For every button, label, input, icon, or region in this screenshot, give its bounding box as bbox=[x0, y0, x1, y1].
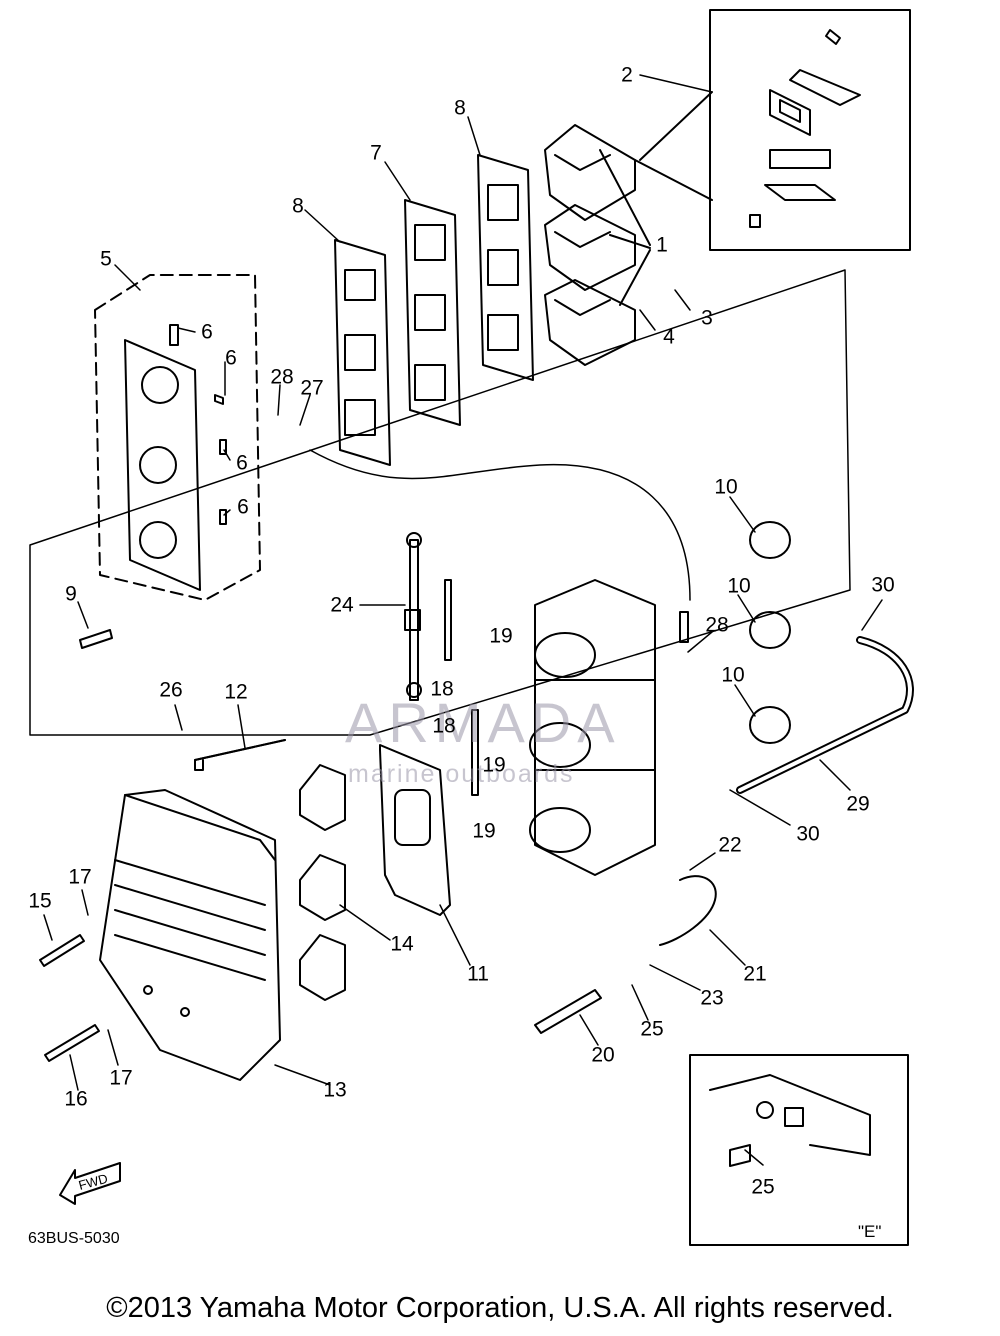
callout-label: 6 bbox=[237, 495, 249, 519]
callout-label: 13 bbox=[323, 1078, 347, 1102]
diagram-code: 63BUS-5030 bbox=[28, 1230, 120, 1247]
wire bbox=[659, 875, 717, 946]
callout-label: 2 bbox=[621, 63, 633, 87]
callout-label: 17 bbox=[68, 865, 92, 889]
callout-label: 6 bbox=[201, 320, 213, 344]
callout-label: 17 bbox=[109, 1066, 133, 1090]
watermark-title: ARMADA bbox=[345, 691, 621, 754]
carburetor-assembly bbox=[404, 532, 689, 876]
intake-manifold-group bbox=[94, 274, 261, 601]
callout-label: 30 bbox=[871, 573, 895, 597]
callout-label: 26 bbox=[159, 678, 183, 702]
callout-label: 8 bbox=[454, 96, 466, 120]
callout-label: 14 bbox=[390, 932, 414, 956]
callout-label: 9 bbox=[65, 582, 77, 606]
callout-label: 6 bbox=[236, 451, 248, 475]
callout-label: 10 bbox=[721, 663, 745, 687]
callout-label: 10 bbox=[727, 574, 751, 598]
callout-label: 28 bbox=[705, 613, 729, 637]
callout-label: 28 bbox=[270, 365, 294, 389]
callout-label: 5 bbox=[100, 247, 112, 271]
callout-label: 16 bbox=[64, 1087, 88, 1111]
assembly-outline bbox=[29, 269, 851, 736]
callout-label: 21 bbox=[743, 962, 767, 986]
callout-label: 11 bbox=[467, 962, 489, 986]
gaskets bbox=[334, 154, 534, 466]
watermark-subtitle: marine outboards bbox=[348, 760, 575, 788]
callout-label: 15 bbox=[28, 889, 52, 913]
callout-label: 22 bbox=[718, 833, 742, 857]
reed-valve-detail-box bbox=[709, 9, 911, 251]
callout-label: 6 bbox=[225, 346, 237, 370]
callout-label: 24 bbox=[330, 593, 354, 617]
o-rings bbox=[749, 521, 791, 744]
callout-label: 7 bbox=[370, 141, 382, 165]
callout-label: 3 bbox=[701, 306, 713, 330]
callout-label: 29 bbox=[846, 792, 870, 816]
callout-label: 4 bbox=[663, 325, 675, 349]
callout-label: 19 bbox=[482, 753, 506, 777]
plate-gasket bbox=[379, 744, 451, 916]
callout-label: 23 bbox=[700, 986, 724, 1010]
callout-label: 19 bbox=[489, 624, 513, 648]
silencer-gaskets bbox=[299, 764, 346, 1001]
detail-e-box bbox=[689, 1054, 909, 1246]
hose bbox=[736, 636, 914, 794]
callout-label: 30 bbox=[796, 822, 820, 846]
silencer bbox=[99, 739, 286, 1081]
callout-label: 18 bbox=[432, 714, 456, 738]
fwd-arrow-label: FWD bbox=[77, 1171, 109, 1193]
detail-e-label: "E" bbox=[858, 1222, 882, 1241]
callout-label: 20 bbox=[591, 1043, 615, 1067]
callout-label: 10 bbox=[714, 475, 738, 499]
callout-label: 18 bbox=[430, 677, 454, 701]
copyright-notice: ©2013 Yamaha Motor Corporation, U.S.A. A… bbox=[106, 1292, 894, 1324]
leader-lines bbox=[43, 74, 883, 1166]
callout-label: 8 bbox=[292, 194, 304, 218]
reed-valve-assembly bbox=[544, 91, 713, 366]
callout-label: 27 bbox=[300, 376, 324, 400]
callout-label: 12 bbox=[224, 680, 248, 704]
callout-label: 25 bbox=[751, 1175, 775, 1199]
callout-label: 1 bbox=[656, 233, 668, 257]
bolts bbox=[39, 629, 602, 1062]
fwd-arrow: FWD bbox=[59, 1162, 121, 1205]
callout-label: 25 bbox=[640, 1017, 664, 1041]
callout-label: 19 bbox=[472, 819, 496, 843]
